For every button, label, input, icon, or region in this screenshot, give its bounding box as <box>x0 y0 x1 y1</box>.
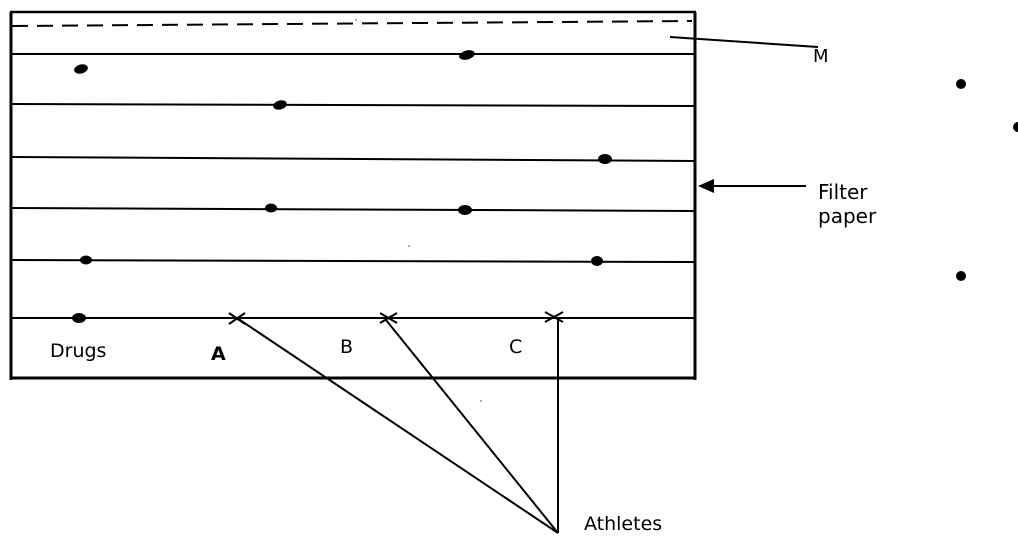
spot <box>591 256 603 266</box>
spot <box>458 205 472 215</box>
level-line <box>10 103 696 107</box>
stray-marks <box>355 19 482 402</box>
pointer-line-b <box>385 319 559 534</box>
bullet-dot <box>956 271 966 281</box>
athletes-label: Athletes <box>584 513 663 535</box>
spot <box>459 50 475 60</box>
athlete-b-label: B <box>340 336 354 358</box>
spot <box>74 64 88 74</box>
spots <box>72 50 612 323</box>
filter-paper-label: Filter paper <box>818 180 877 228</box>
spot <box>273 100 287 110</box>
bullet-dot <box>956 79 966 89</box>
filter-paper-arrow <box>698 179 806 193</box>
drugs-label: Drugs <box>50 340 107 362</box>
athletes-pointer-lines <box>236 317 559 534</box>
m-pointer-line <box>669 36 819 48</box>
level-line <box>10 259 696 263</box>
spot <box>265 203 277 213</box>
spot <box>80 255 92 265</box>
solvent-front-line <box>11 20 693 27</box>
bullet-dot <box>1013 122 1018 132</box>
m-label: M <box>813 46 829 67</box>
cross-c <box>544 311 564 323</box>
filter-paper <box>9 10 697 380</box>
pointer-line-a <box>236 317 559 534</box>
spot <box>72 313 86 323</box>
bullet-dots <box>956 79 1018 281</box>
level-line <box>10 207 696 212</box>
athlete-a-label: A <box>211 343 226 365</box>
cross-b <box>379 312 398 324</box>
level-lines <box>10 53 696 319</box>
spot <box>598 154 612 164</box>
athlete-c-label: C <box>509 336 523 358</box>
level-line <box>10 156 696 162</box>
